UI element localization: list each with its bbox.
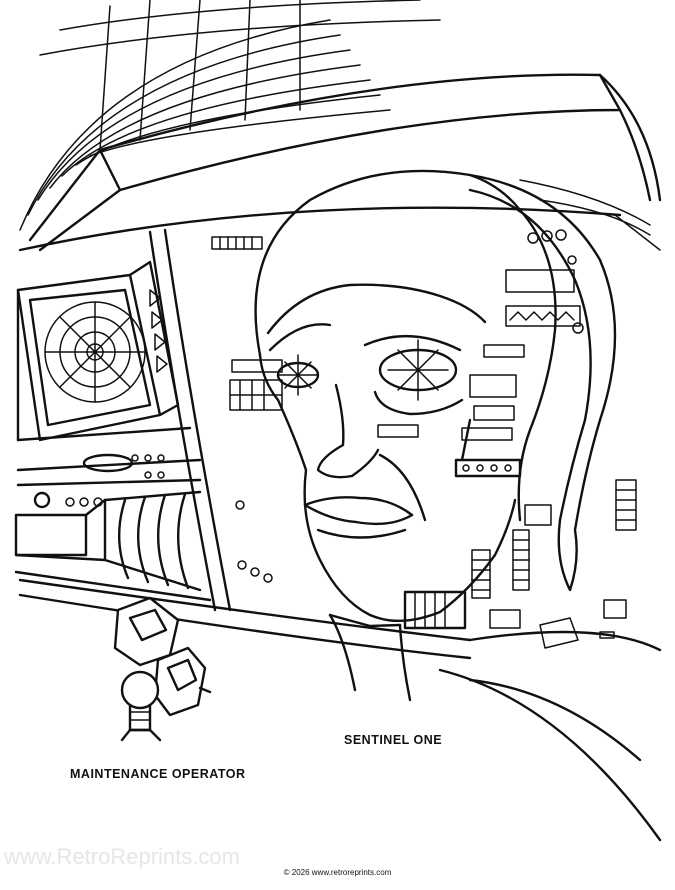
watermark: www.RetroReprints.com: [4, 844, 240, 869]
copyright-notice: © 2026 www.retroreprints.com: [283, 868, 392, 877]
ceiling-dome: [19, 0, 662, 252]
panel-gadgets: [211, 229, 637, 649]
sentinel-face: [254, 169, 617, 702]
curved-wall: [18, 206, 662, 842]
maintenance-operator-caption: MAINTENANCE OPERATOR: [70, 767, 246, 781]
maintenance-robot: [113, 596, 212, 742]
sentinel-one-caption: SENTINEL ONE: [344, 733, 443, 747]
left-console: [14, 426, 212, 602]
radar-monitor: [16, 260, 180, 442]
